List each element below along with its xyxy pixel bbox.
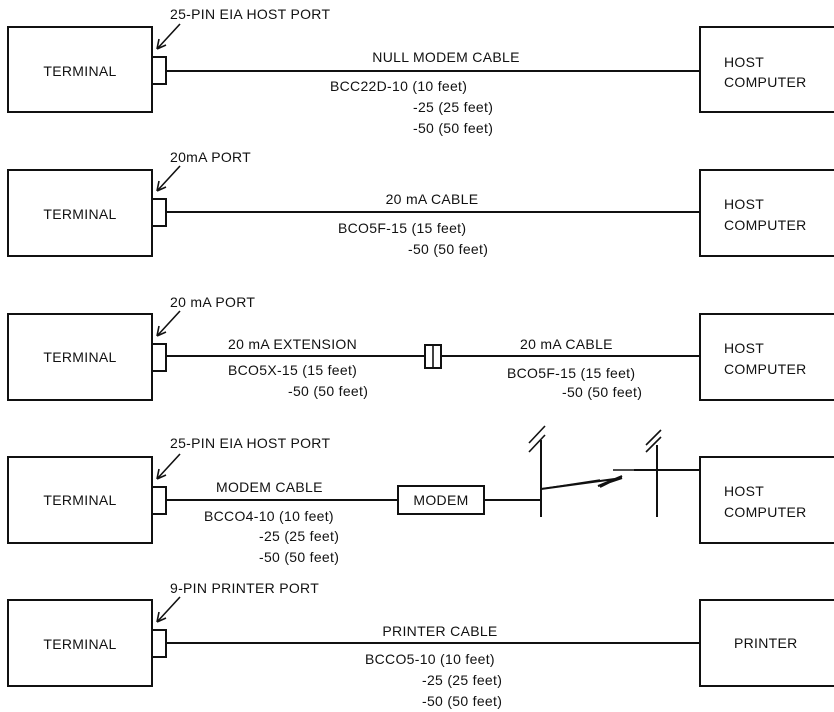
modem-label: MODEM xyxy=(413,492,468,508)
row-modem: TERMINAL 25-PIN EIA HOST PORT MODEM CABL… xyxy=(7,425,834,565)
port-label: 20mA PORT xyxy=(170,149,251,165)
cable-length-1: BCO5F-15 (15 feet) xyxy=(338,220,466,236)
pole-crossarm xyxy=(528,425,546,444)
cable-label: PRINTER CABLE xyxy=(382,623,497,639)
destination-box xyxy=(699,456,834,544)
port-label: 9-PIN PRINTER PORT xyxy=(170,580,319,596)
row-null-modem: TERMINAL 25-PIN EIA HOST PORT NULL MODEM… xyxy=(7,6,834,136)
port-label: 25-PIN EIA HOST PORT xyxy=(170,435,330,451)
destination-label-line1: HOST xyxy=(724,196,764,212)
port-pointer-arrow xyxy=(156,596,181,623)
cable-length-1: BCO5F-15 (15 feet) xyxy=(507,365,635,381)
destination-label-line1: HOST xyxy=(724,483,764,499)
cable-length-2: -25 (25 feet) xyxy=(413,99,493,115)
cable-label: NULL MODEM CABLE xyxy=(372,49,519,65)
cable-length-2: -25 (25 feet) xyxy=(422,672,502,688)
port-pointer-arrow xyxy=(156,165,181,192)
destination-box xyxy=(699,169,834,257)
cable-length-2: -50 (50 feet) xyxy=(562,384,642,400)
cable-label: 20 mA CABLE xyxy=(386,191,479,207)
terminal-label: TERMINAL xyxy=(43,63,116,79)
cable-label: MODEM CABLE xyxy=(216,479,323,495)
cable-length-3: -50 (50 feet) xyxy=(413,120,493,136)
extension-label: 20 mA EXTENSION xyxy=(228,336,357,352)
pole-crossarm xyxy=(528,434,546,453)
pole-crossarm xyxy=(645,429,662,446)
cable-length-2: -25 (25 feet) xyxy=(259,528,339,544)
port-pointer-arrow xyxy=(156,23,181,50)
row-20ma-extension: TERMINAL 20 mA PORT 20 mA EXTENSION BCO5… xyxy=(7,294,834,401)
destination-box xyxy=(699,26,834,113)
port-connector xyxy=(151,486,167,515)
terminal-label: TERMINAL xyxy=(43,492,116,508)
modem-box xyxy=(397,485,485,515)
terminal-label: TERMINAL xyxy=(43,349,116,365)
port-label: 25-PIN EIA HOST PORT xyxy=(170,6,330,22)
row-printer: TERMINAL 9-PIN PRINTER PORT PRINTER CABL… xyxy=(7,580,834,709)
destination-label-line2: COMPUTER xyxy=(724,217,807,233)
destination-label-line2: COMPUTER xyxy=(724,74,807,90)
destination-label-line2: COMPUTER xyxy=(724,504,807,520)
terminal-box xyxy=(7,26,153,113)
port-connector xyxy=(151,198,167,227)
cable-length-3: -50 (50 feet) xyxy=(422,693,502,709)
terminal-label: TERMINAL xyxy=(43,636,116,652)
pole-crossarm xyxy=(645,436,662,453)
port-connector xyxy=(151,343,167,372)
destination-label-line1: HOST xyxy=(724,54,764,70)
extension-length-1: BCO5X-15 (15 feet) xyxy=(228,362,357,378)
port-pointer-arrow xyxy=(156,453,181,480)
terminal-box xyxy=(7,313,153,401)
cable-length-1: BCCO5-10 (10 feet) xyxy=(365,651,495,667)
telephone-link-wire xyxy=(540,479,601,490)
terminal-label: TERMINAL xyxy=(43,206,116,222)
cable-length-3: -50 (50 feet) xyxy=(259,549,339,565)
cable-length-1: BCCO4-10 (10 feet) xyxy=(204,508,334,524)
terminal-box xyxy=(7,599,153,687)
destination-label-line2: COMPUTER xyxy=(724,361,807,377)
destination-label-line1: PRINTER xyxy=(734,635,798,651)
terminal-box xyxy=(7,169,153,257)
destination-label-line1: HOST xyxy=(724,340,764,356)
destination-box xyxy=(699,313,834,401)
port-connector xyxy=(151,629,167,658)
destination-box xyxy=(699,599,834,687)
row-20ma: TERMINAL 20mA PORT 20 mA CABLE BCO5F-15 … xyxy=(7,149,834,257)
cable-length-2: -50 (50 feet) xyxy=(408,241,488,257)
extension-length-2: -50 (50 feet) xyxy=(288,383,368,399)
cable-length-1: BCC22D-10 (10 feet) xyxy=(330,78,467,94)
port-pointer-arrow xyxy=(156,310,181,337)
cable-label: 20 mA CABLE xyxy=(520,336,613,352)
telephone-link-zigzag xyxy=(540,475,623,490)
port-connector xyxy=(151,56,167,85)
port-label: 20 mA PORT xyxy=(170,294,255,310)
